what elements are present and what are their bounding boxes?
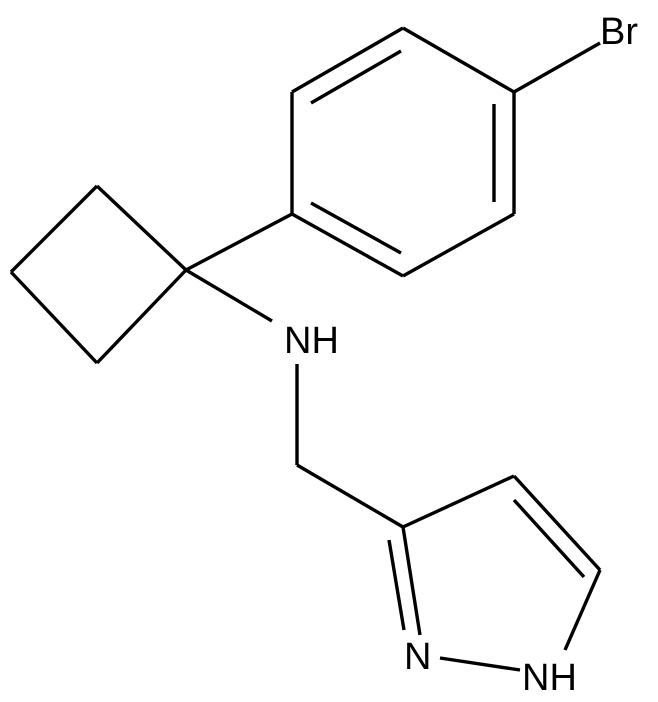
- bond-ring-top-right: [402, 26, 515, 94]
- bond-pyrazole-c4-c5-inner: [512, 498, 586, 579]
- pyrazole-ring: [387, 474, 602, 672]
- bromophenyl-ring: [290, 26, 516, 278]
- bond-cyclobutane-to-phenyl: [185, 212, 293, 272]
- bond-pyrazole-n1-n2: [439, 656, 521, 672]
- bond-cyclobutane-bottom: [95, 268, 188, 365]
- bond-methylene-to-pyrazole: [296, 463, 404, 529]
- bond-pyrazole-c3-c4: [402, 474, 515, 529]
- bond-pyrazole-n2-c3: [401, 526, 422, 636]
- bond-pyrazole-c4-c5: [512, 474, 602, 572]
- bond-ring-to-bromine: [513, 41, 601, 94]
- bond-ring-bottom-left: [291, 212, 404, 278]
- bond-pyrazole-c5-n1: [563, 569, 602, 651]
- pyrazole-n-label: N: [404, 636, 431, 678]
- bromine-atom-label: Br: [600, 11, 638, 53]
- bond-cyclobutane-top: [95, 184, 188, 272]
- cyclobutane-ring: [9, 184, 188, 365]
- bond-ring-bottom-left-inner: [310, 201, 402, 255]
- amine-nh-label: NH: [284, 320, 339, 362]
- bond-cyclobutane-left-bottom: [9, 270, 99, 365]
- bond-ring-top-left-inner: [310, 49, 402, 105]
- bond-cyclobutane-to-amine: [185, 268, 273, 323]
- bond-cyclobutane-left-top: [9, 184, 99, 274]
- bond-pyrazole-n2-c3-inner: [387, 539, 406, 631]
- bond-ring-top-left: [291, 26, 404, 94]
- pyrazole-nh-label: NH: [522, 657, 577, 699]
- bond-ring-bottom-right: [402, 212, 515, 278]
